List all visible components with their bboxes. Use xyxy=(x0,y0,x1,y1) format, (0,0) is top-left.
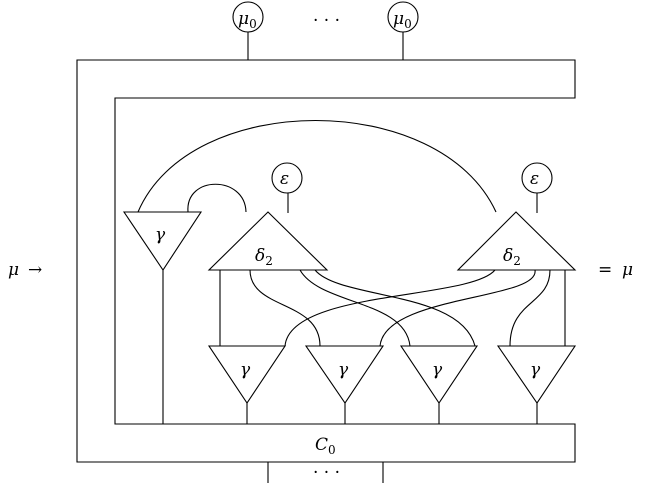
delta-node-right: δ2 xyxy=(456,211,577,271)
epsilon-node-right: ε xyxy=(521,162,553,194)
wire-left-delta-to-gamma-4 xyxy=(314,269,476,347)
svg-text:μ0: μ0 xyxy=(393,9,412,31)
svg-text:μ0: μ0 xyxy=(238,9,257,31)
wire-right-delta-to-gamma-2 xyxy=(379,269,536,347)
gamma-node-4: γ xyxy=(496,345,577,404)
gamma-node-3: γ xyxy=(399,345,479,404)
svg-text:δ2: δ2 xyxy=(255,246,273,268)
input-arrow: → xyxy=(28,260,42,280)
big-arc-wire xyxy=(137,120,497,213)
wire-left-delta-to-gamma-3 xyxy=(299,269,411,347)
svg-text:γ: γ xyxy=(240,360,251,380)
top-state-node-left: μ0 xyxy=(232,1,264,33)
svg-text:γ: γ xyxy=(432,360,443,380)
loop-wire xyxy=(187,183,247,213)
top-ellipsis: · · · xyxy=(313,11,340,31)
wire-left-delta-to-gamma-2 xyxy=(249,269,321,347)
epsilon-node-left: ε xyxy=(271,162,303,194)
box-label: C0 xyxy=(315,435,336,457)
svg-text:ε: ε xyxy=(280,169,289,189)
svg-text:γ: γ xyxy=(155,225,166,245)
bottom-ellipsis: · · · xyxy=(313,463,340,483)
gamma-node-left: γ xyxy=(122,211,203,271)
delta-node-left: δ2 xyxy=(207,211,329,271)
top-state-node-right: μ0 xyxy=(387,1,419,33)
gamma-node-2: γ xyxy=(304,345,385,404)
wire-right-delta-to-gamma-4 xyxy=(509,269,551,347)
svg-text:γ: γ xyxy=(530,360,541,380)
svg-text:δ2: δ2 xyxy=(503,246,521,268)
svg-text:γ: γ xyxy=(338,360,349,380)
svg-text:ε: ε xyxy=(530,169,539,189)
input-label: μ xyxy=(8,260,19,280)
outer-bracket xyxy=(76,59,576,463)
output-label: μ xyxy=(622,260,633,280)
wire-right-delta-to-gamma-1 xyxy=(284,269,496,347)
gamma-node-1: γ xyxy=(207,345,287,404)
equals-sign: = xyxy=(598,260,612,280)
